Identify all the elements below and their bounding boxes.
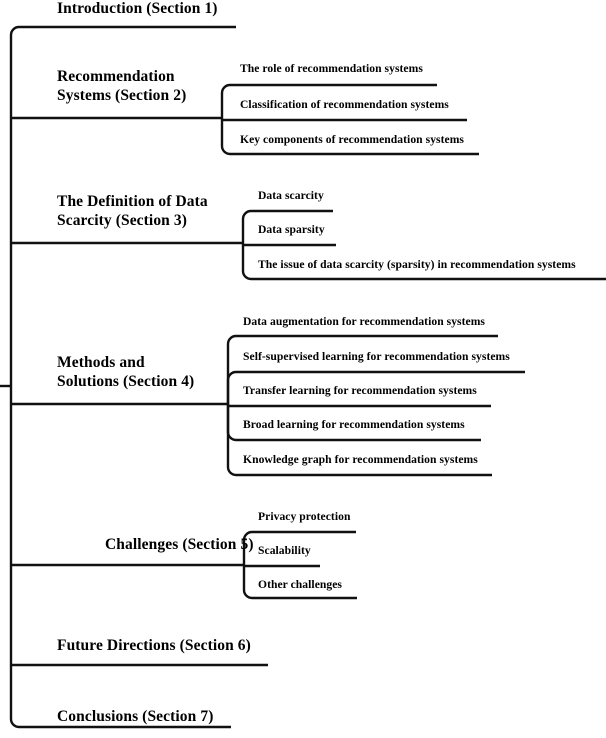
node-label-s5-child-2: Scalability: [258, 544, 311, 557]
node-label-s4-child-4: Broad learning for recommendation system…: [243, 418, 465, 431]
node-label-s4-child-5: Knowledge graph for recommendation syste…: [243, 453, 478, 466]
node-label-section-4-line-2: Solutions (Section 4): [57, 372, 195, 390]
node-label-s3-child-2: Data sparsity: [258, 223, 325, 236]
node-label-section-6: Future Directions (Section 6): [57, 637, 251, 654]
node-label-s2-child-3: Key components of recommendation systems: [240, 133, 464, 146]
node-label-s4-child-2: Self-supervised learning for recommendat…: [243, 350, 510, 363]
node-label-s5-child-1: Privacy protection: [258, 510, 351, 523]
node-label-s2-child-2: Classification of recommendation systems: [240, 98, 449, 111]
node-label-s5-child-3: Other challenges: [258, 578, 342, 591]
node-label-s4-child-3: Transfer learning for recommendation sys…: [243, 384, 477, 397]
node-label-s4-child-1: Data augmentation for recommendation sys…: [243, 315, 485, 328]
node-label-section-7: Conclusions (Section 7): [57, 708, 214, 725]
node-label-section-4-line-1: Methods and: [57, 354, 145, 371]
node-label-s3-child-3: The issue of data scarcity (sparsity) in…: [258, 258, 576, 271]
node-label-section-3-line-2: Scarcity (Section 3): [57, 211, 187, 229]
node-label-s2-child-1: The role of recommendation systems: [240, 62, 423, 75]
node-label-section-3-line-1: The Definition of Data: [57, 193, 208, 210]
node-label-s3-child-1: Data scarcity: [258, 189, 324, 202]
node-label-section-2-line-1: Recommendation: [57, 68, 175, 85]
node-label-section-1: Introduction (Section 1): [57, 0, 218, 17]
node-label-section-2-line-2: Systems (Section 2): [57, 86, 187, 104]
node-label-section-5: Challenges (Section 5): [105, 536, 254, 553]
